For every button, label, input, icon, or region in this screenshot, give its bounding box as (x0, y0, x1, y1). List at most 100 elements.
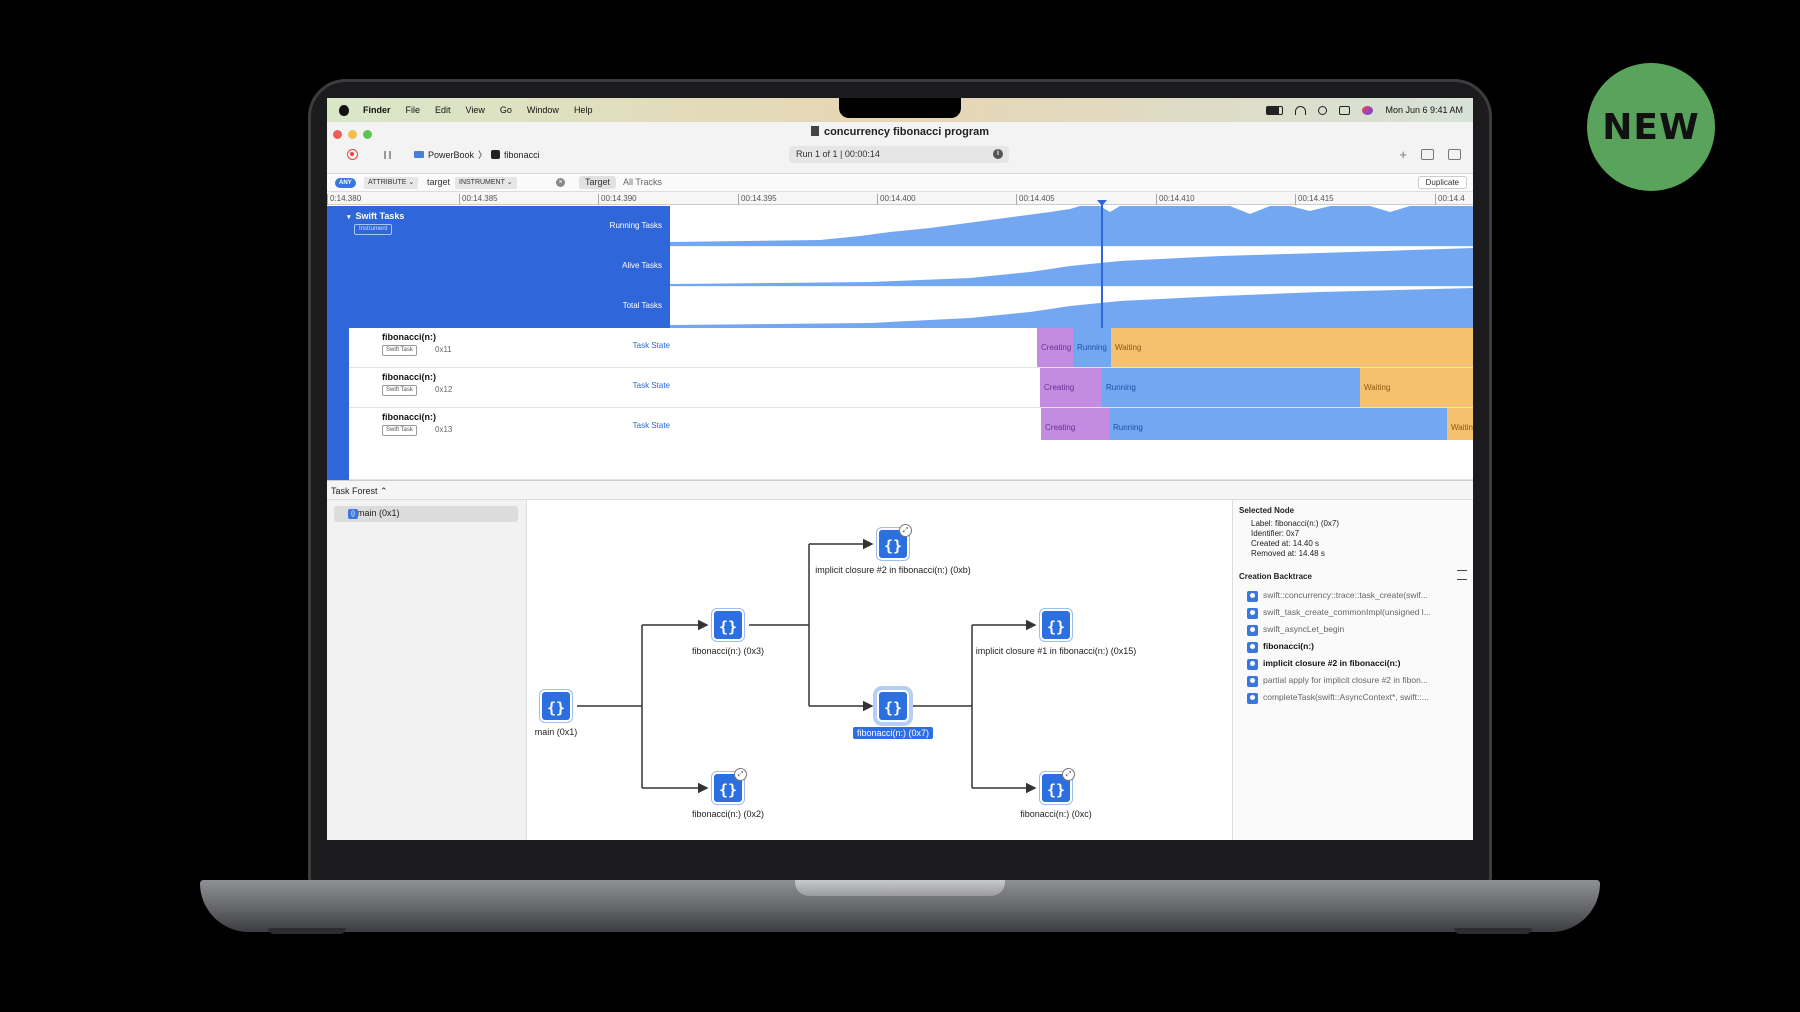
backtrace-frame[interactable]: completeTask(swift::AsyncContext*, swift… (1247, 692, 1469, 706)
node-label-0x3: fibonacci(n:) (0x3) (691, 646, 765, 656)
node-fib-0x7[interactable]: {} (877, 690, 909, 722)
collapse-icon[interactable] (1457, 570, 1467, 580)
menu-file[interactable]: File (405, 105, 421, 115)
disclosure-icon[interactable]: ▾ (347, 214, 351, 221)
edge-0x3-fork (749, 544, 810, 706)
track-label-running: Running Tasks (609, 221, 662, 230)
state-waiting[interactable]: Waiting (1111, 328, 1473, 367)
target-app: fibonacci (504, 149, 540, 160)
selected-node-removed: Removed at: 14.48 s (1251, 549, 1325, 558)
state-running[interactable]: Running (1102, 368, 1360, 407)
add-instrument-icon[interactable]: + (1399, 147, 1407, 162)
state-waiting[interactable]: Waiting (1360, 368, 1473, 407)
instrument-graph-area[interactable] (670, 206, 1473, 328)
wifi-icon[interactable] (1295, 105, 1307, 115)
total-tasks-area (670, 288, 1473, 328)
inspection-cursor-head[interactable] (1097, 200, 1107, 206)
tab-target[interactable]: Target (579, 176, 617, 189)
siri-icon[interactable] (1362, 105, 1374, 115)
filter-any-chip[interactable]: ANY (335, 178, 356, 188)
filter-keyword[interactable]: target (427, 177, 451, 187)
user-frame-icon (1247, 608, 1258, 619)
state-waiting[interactable]: Waitin (1447, 408, 1473, 440)
zoom-window-button[interactable] (363, 130, 372, 139)
backtrace-frame[interactable]: swift_task_create_commonImpl(unsigned l.… (1247, 607, 1469, 621)
battery-icon[interactable] (1266, 105, 1284, 115)
expand-icon[interactable]: ⤢ (1062, 768, 1075, 781)
duplicate-button[interactable]: Duplicate (1417, 176, 1467, 189)
detail-view-label[interactable]: Task Forest ⌃ (331, 486, 388, 496)
task-row[interactable]: fibonacci(n:) Swift Task 0x12 Task State… (349, 368, 1473, 408)
backtrace-frame[interactable]: swift_asyncLet_begin (1247, 624, 1469, 638)
minimize-window-button[interactable] (348, 130, 357, 139)
state-creating[interactable]: Creating (1041, 408, 1109, 440)
target-selector[interactable]: PowerBook 〉 fibonacci (414, 148, 540, 161)
record-button[interactable] (347, 149, 358, 160)
menu-edit[interactable]: Edit (435, 105, 451, 115)
frame-label: completeTask(swift::AsyncContext*, swift… (1263, 692, 1429, 702)
task-row[interactable]: fibonacci(n:) Swift Task 0x11 Task State… (349, 328, 1473, 368)
close-window-button[interactable] (333, 130, 342, 139)
pause-button[interactable] (384, 151, 391, 159)
window-title-text: concurrency fibonacci program (823, 126, 990, 138)
run-status[interactable]: Run 1 of 1 | 00:00:14 i (789, 146, 1009, 163)
timeline-ruler[interactable]: 0:14.380 00:14.385 00:14.390 00:14.395 0… (327, 192, 1473, 205)
instrument-title[interactable]: ▾Swift Tasks (347, 211, 404, 221)
detail-view-selector[interactable]: Task Forest ⌃ (327, 480, 1473, 500)
task-tag: Swift Task (382, 345, 417, 356)
target-device: PowerBook (428, 149, 475, 160)
menu-view[interactable]: View (465, 105, 485, 115)
filter-instrument-chip[interactable]: INSTRUMENT ⌄ (455, 177, 517, 189)
edge-0x7-fork (913, 625, 973, 788)
state-running[interactable]: Running (1073, 328, 1111, 367)
backtrace-frame[interactable]: implicit closure #2 in fibonacci(n:) (1247, 658, 1469, 672)
spotlight-icon[interactable] (1318, 105, 1328, 115)
window-title: concurrency fibonacci program (327, 126, 1473, 138)
backtrace-frame[interactable]: swift::concurrency::trace::task_create(s… (1247, 590, 1469, 604)
inspection-cursor-line[interactable] (1101, 200, 1103, 328)
task-name: fibonacci(n:) (382, 332, 436, 342)
node-fib-0xc[interactable]: {} (1040, 772, 1072, 804)
instrument-swift-tasks[interactable]: ▾Swift Tasks Instrument Running Tasks Al… (327, 206, 670, 328)
node-label-0xb: implicit closure #2 in fibonacci(n:) (0x… (815, 565, 971, 575)
task-row[interactable]: fibonacci(n:) Swift Task 0x13 Task State… (349, 408, 1473, 480)
task-forest-graph[interactable]: {} main (0x1) {} fibonacci(n:) (0x3) {} … (527, 500, 1232, 840)
ruler-tick: 00:14.395 (738, 194, 777, 205)
laptop-base (200, 880, 1600, 932)
laptop-foot-right (1454, 928, 1532, 934)
node-label-main: main (0x1) (534, 727, 578, 737)
toggle-inspector-icon[interactable] (1448, 149, 1461, 160)
ruler-tick: 00:14.400 (877, 194, 916, 205)
new-badge: NEW (1587, 63, 1715, 191)
node-fib-0x3[interactable]: {} (712, 609, 744, 641)
expand-icon[interactable]: ⤢ (734, 768, 747, 781)
menu-go[interactable]: Go (499, 105, 512, 115)
info-icon[interactable]: i (993, 149, 1003, 159)
track-label-total: Total Tasks (622, 301, 662, 310)
backtrace-frame[interactable]: fibonacci(n:) (1247, 641, 1469, 655)
expand-icon[interactable]: ⤢ (899, 524, 912, 537)
menu-help[interactable]: Help (573, 105, 593, 115)
node-fib-0x2[interactable]: {} (712, 772, 744, 804)
control-center-icon[interactable] (1339, 105, 1351, 115)
state-creating[interactable]: Creating (1040, 368, 1102, 407)
node-closure-0x15[interactable]: {} (1040, 609, 1072, 641)
toggle-detail-icon[interactable] (1421, 149, 1434, 160)
track-filter-bar: ANY ATTRIBUTE ⌄ target INSTRUMENT ⌄ × Ta… (327, 174, 1473, 192)
frame-label: swift::concurrency::trace::task_create(s… (1263, 590, 1428, 600)
backtrace-frame[interactable]: partial apply for implicit closure #2 in… (1247, 675, 1469, 689)
app-icon (491, 150, 501, 159)
node-main[interactable]: {} (540, 690, 572, 722)
state-running[interactable]: Running (1109, 408, 1447, 440)
user-frame-icon (1247, 642, 1258, 653)
clear-filter-icon[interactable]: × (556, 178, 565, 187)
list-item[interactable]: {} main (0x1) (334, 506, 518, 522)
menu-window[interactable]: Window (526, 105, 559, 115)
filter-attribute-chip[interactable]: ATTRIBUTE ⌄ (364, 177, 419, 189)
menu-finder[interactable]: Finder (363, 105, 391, 115)
tab-all-tracks[interactable]: All Tracks (623, 177, 663, 187)
apple-menu-icon[interactable] (339, 104, 349, 116)
node-closure-0xb[interactable]: {} (877, 528, 909, 560)
menubar-clock[interactable]: Mon Jun 6 9:41 AM (1385, 105, 1463, 115)
state-creating[interactable]: Creating (1037, 328, 1073, 367)
